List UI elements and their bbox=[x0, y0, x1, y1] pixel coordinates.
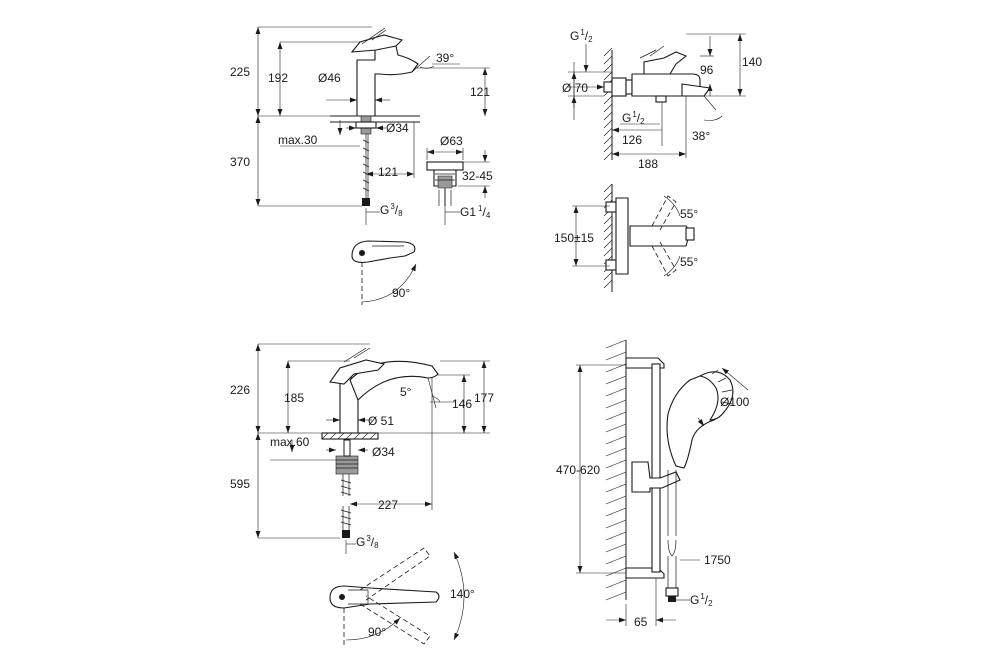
angle-55-top: 55° bbox=[680, 207, 698, 221]
basin-mixer-side-view bbox=[255, 26, 490, 225]
bath-mixer-front-view bbox=[572, 183, 695, 292]
sink-mixer-labels: 226 185 5° 146 177 Ø 51 max.60 Ø34 595 2… bbox=[230, 383, 494, 639]
bath-mixer-labels: G1/2 140 96 Ø 70 G1/2 126 38° 188 55° 15… bbox=[554, 28, 762, 269]
dim-d51: Ø 51 bbox=[368, 414, 394, 428]
dim-185: 185 bbox=[284, 391, 304, 405]
shower-rail-labels: Ø100 470-620 1750 G1/2 65 bbox=[556, 395, 750, 629]
basin-mixer-top-view bbox=[351, 240, 417, 305]
basin-waste-fitting bbox=[426, 148, 490, 225]
dim-150-15: 150±15 bbox=[554, 231, 594, 245]
dim-d34: Ø34 bbox=[386, 121, 409, 135]
angle-90: 90° bbox=[392, 286, 410, 300]
dim-96: 96 bbox=[700, 63, 714, 77]
dim-max60: max.60 bbox=[270, 435, 310, 449]
dim-121-horizontal: 121 bbox=[378, 165, 398, 179]
thread-g38: G3/8 bbox=[356, 534, 379, 550]
sink-mixer-top-view bbox=[329, 547, 465, 646]
dim-226: 226 bbox=[230, 383, 250, 397]
sink-mixer-side-view bbox=[255, 343, 490, 554]
dim-d46: Ø46 bbox=[318, 71, 341, 85]
thread-g12-top: G1/2 bbox=[570, 28, 593, 44]
thread-g12-mid: G1/2 bbox=[622, 110, 645, 126]
dim-227: 227 bbox=[378, 498, 398, 512]
shower-rail-set bbox=[576, 339, 749, 626]
angle-38: 38° bbox=[692, 129, 710, 143]
dim-d70: Ø 70 bbox=[562, 81, 588, 95]
dim-595: 595 bbox=[230, 477, 250, 491]
angle-140: 140° bbox=[450, 587, 475, 601]
dim-370: 370 bbox=[230, 155, 250, 169]
angle-55-bottom: 55° bbox=[680, 255, 698, 269]
dim-470-620: 470-620 bbox=[556, 463, 600, 477]
thread-g12: G1/2 bbox=[690, 592, 713, 608]
angle-5: 5° bbox=[400, 385, 412, 399]
dim-max30: max.30 bbox=[278, 133, 318, 147]
dim-121-vertical: 121 bbox=[470, 85, 490, 99]
dim-225: 225 bbox=[230, 65, 250, 79]
dim-188: 188 bbox=[638, 157, 658, 171]
dim-1750: 1750 bbox=[704, 553, 731, 567]
angle-39: 39° bbox=[436, 51, 454, 65]
dim-126: 126 bbox=[622, 133, 642, 147]
dim-32-45: 32-45 bbox=[462, 169, 493, 183]
angle-90: 90° bbox=[368, 625, 386, 639]
dim-177: 177 bbox=[474, 391, 494, 405]
dim-146: 146 bbox=[452, 397, 472, 411]
dim-d34: Ø34 bbox=[372, 445, 395, 459]
dim-192: 192 bbox=[268, 71, 288, 85]
dim-140: 140 bbox=[742, 55, 762, 69]
dim-d100: Ø100 bbox=[720, 395, 750, 409]
dim-65: 65 bbox=[634, 615, 648, 629]
dim-d63: Ø63 bbox=[440, 134, 463, 148]
bath-mixer-side-view bbox=[568, 33, 746, 161]
thread-g38: G3/8 bbox=[380, 202, 403, 218]
basin-mixer-labels: 225 192 39° Ø46 121 max.30 Ø34 Ø63 370 1… bbox=[230, 51, 493, 300]
